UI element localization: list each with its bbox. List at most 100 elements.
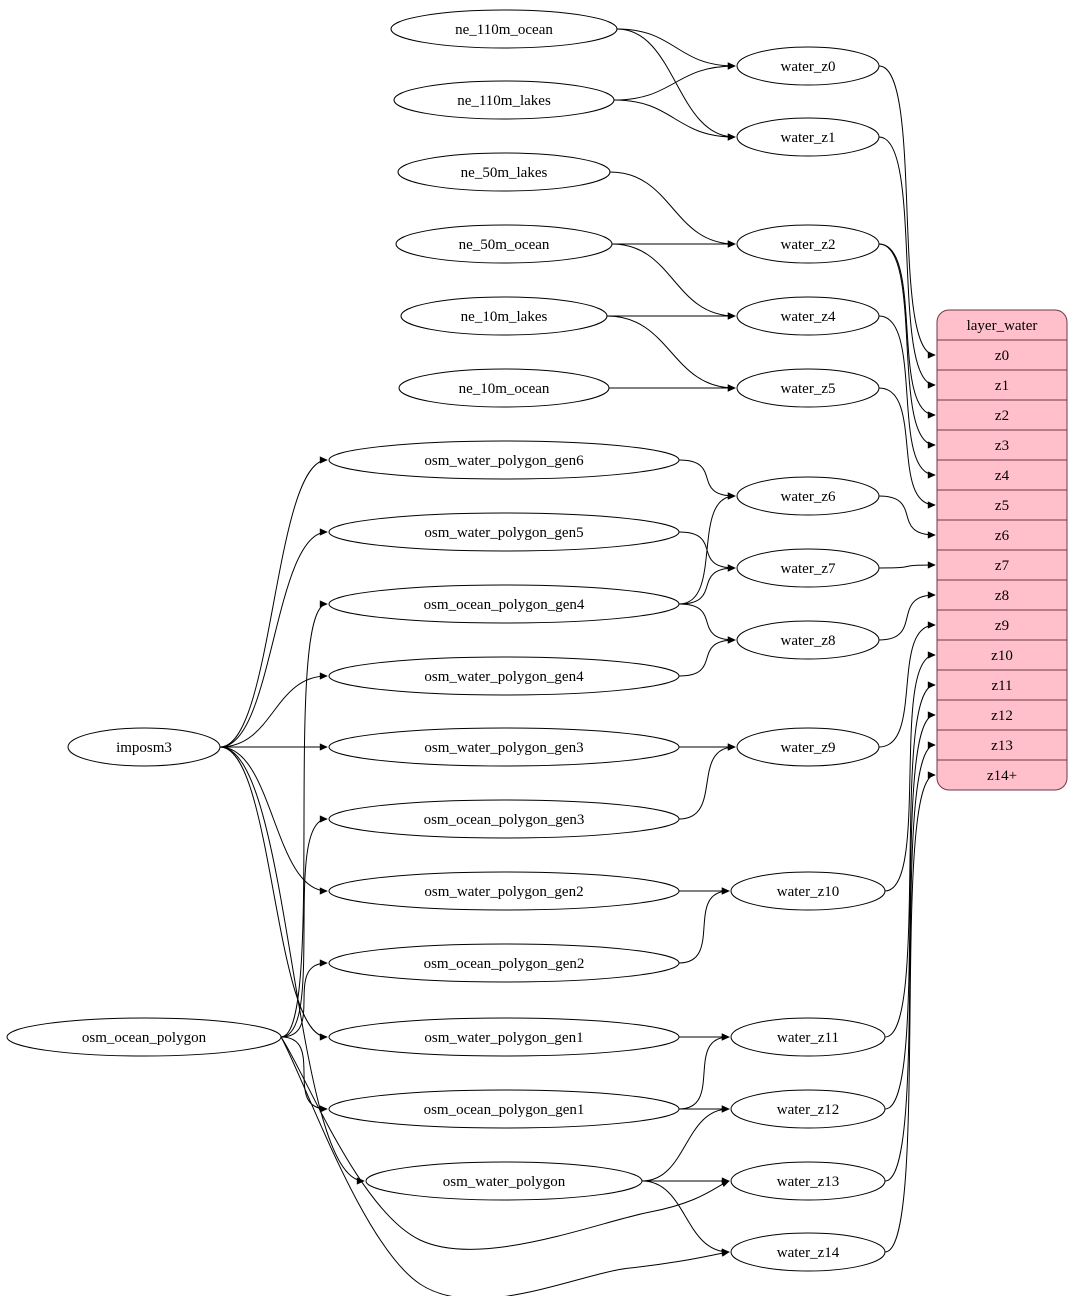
node-shape [730, 1089, 886, 1129]
record-row-z7: z7 [995, 558, 1010, 574]
node-osm_water_polygon_gen6: osm_water_polygon_gen6 [328, 440, 680, 480]
edge-osm_ocean_polygon-to-osm_ocean_polygon_gen3 [280, 815, 328, 1038]
edge-osm_ocean_polygon_gen3-to-water_z9 [678, 743, 736, 820]
node-label: ne_50m_ocean [459, 237, 550, 253]
node-shape [328, 871, 680, 911]
edge-osm_ocean_polygon_gen1-to-water_z11 [678, 1033, 730, 1110]
edge-osm_water_polygon-to-water_z14 [641, 1180, 730, 1256]
record-row-z2: z2 [995, 408, 1009, 424]
edge-ne_110m_ocean-to-water_z0 [616, 28, 736, 70]
edge-water_z4-to-layer_water-z4 [878, 315, 936, 479]
edge-imposm3-to-osm_water_polygon_gen5 [219, 528, 328, 748]
node-shape [730, 871, 886, 911]
node-shape [328, 1017, 680, 1057]
node-label: water_z7 [781, 561, 836, 577]
node-imposm3: imposm3 [67, 727, 221, 767]
node-shape [736, 548, 880, 588]
node-ne_10m_lakes: ne_10m_lakes [400, 296, 608, 336]
edge-water_z7-to-layer_water-z7 [878, 561, 936, 569]
node-label: osm_water_polygon_gen1 [424, 1030, 583, 1046]
edge-water_z13-to-layer_water-z13 [884, 741, 936, 1182]
node-shape [390, 9, 618, 49]
node-ne_50m_ocean: ne_50m_ocean [395, 224, 613, 264]
node-label: water_z8 [781, 633, 836, 649]
edge-ne_50m_lakes-to-water_z2 [609, 171, 736, 248]
node-shape [736, 620, 880, 660]
node-ne_110m_lakes: ne_110m_lakes [393, 80, 615, 120]
node-shape [328, 512, 680, 552]
node-osm_water_polygon_gen2: osm_water_polygon_gen2 [328, 871, 680, 911]
node-label: water_z0 [781, 59, 836, 75]
node-shape [736, 224, 880, 264]
node-label: osm_water_polygon_gen3 [424, 740, 583, 756]
node-label: osm_water_polygon_gen6 [424, 453, 584, 469]
edge-water_z2-to-layer_water-z2 [878, 243, 936, 419]
record-row-z14+: z14+ [987, 768, 1017, 784]
node-label: water_z9 [781, 740, 836, 756]
node-water_z5: water_z5 [736, 368, 880, 408]
edge-osm_water_polygon_gen5-to-water_z7 [678, 531, 736, 572]
edge-water_z10-to-layer_water-z10 [884, 651, 936, 892]
node-label: osm_water_polygon_gen2 [424, 884, 583, 900]
edge-osm_ocean_polygon_gen4-to-water_z7 [678, 564, 736, 605]
edge-ne_50m_ocean-to-water_z4 [611, 243, 736, 320]
edge-imposm3-to-osm_water_polygon_gen1 [219, 746, 328, 1041]
node-water_z8: water_z8 [736, 620, 880, 660]
node-shape [730, 1017, 886, 1057]
node-osm_water_polygon_gen1: osm_water_polygon_gen1 [328, 1017, 680, 1057]
node-water_z9: water_z9 [736, 727, 880, 767]
edge-osm_ocean_polygon-to-water_z13 [280, 1036, 730, 1250]
record-row-z8: z8 [995, 588, 1009, 604]
node-shape [730, 1161, 886, 1201]
edge-water_z9-to-layer_water-z9 [878, 621, 936, 748]
edge-osm_ocean_polygon_gen4-to-water_z8 [678, 603, 736, 644]
node-water_z2: water_z2 [736, 224, 880, 264]
edge-osm_ocean_polygon-to-osm_ocean_polygon_gen2 [280, 959, 328, 1038]
node-shape [328, 727, 680, 767]
node-osm_water_polygon_gen4: osm_water_polygon_gen4 [328, 656, 680, 696]
node-label: water_z1 [781, 130, 836, 146]
record-layer: layer_waterz0z1z2z3z4z5z6z7z8z9z10z11z12… [936, 309, 1068, 791]
edge-osm_ocean_polygon_gen2-to-water_z10 [678, 887, 730, 964]
node-ne_110m_ocean: ne_110m_ocean [390, 9, 618, 49]
node-shape [395, 224, 613, 264]
node-label: osm_ocean_polygon [82, 1030, 207, 1046]
node-osm_ocean_polygon: osm_ocean_polygon [6, 1017, 282, 1057]
record-row-z11: z11 [991, 678, 1012, 694]
node-label: water_z5 [781, 381, 836, 397]
record-row-z12: z12 [991, 708, 1013, 724]
nodes-layer: ne_110m_ocean ne_110m_lakes ne_50m_lakesne… [6, 9, 886, 1272]
node-ne_50m_lakes: ne_50m_lakes [397, 152, 611, 192]
record-row-z9: z9 [995, 618, 1009, 634]
node-shape [328, 1089, 680, 1129]
node-label: osm_water_polygon_gen5 [424, 525, 583, 541]
node-water_z10: water_z10 [730, 871, 886, 911]
node-shape [736, 296, 880, 336]
node-shape [398, 368, 610, 408]
edge-water_z6-to-layer_water-z6 [878, 495, 936, 539]
node-label: ne_10m_lakes [461, 309, 548, 325]
record-row-z4: z4 [995, 468, 1010, 484]
edge-ne_110m_lakes-to-water_z0 [613, 62, 736, 101]
node-label: water_z2 [781, 237, 836, 253]
record-row-z13: z13 [991, 738, 1013, 754]
node-label: ne_50m_lakes [461, 165, 548, 181]
node-water_z6: water_z6 [736, 476, 880, 516]
record-row-z1: z1 [995, 378, 1009, 394]
node-shape [736, 368, 880, 408]
node-osm_water_polygon_gen3: osm_water_polygon_gen3 [328, 727, 680, 767]
record-row-z6: z6 [995, 528, 1010, 544]
node-label: water_z14 [777, 1245, 840, 1261]
node-label: ne_110m_lakes [457, 93, 551, 109]
node-shape [365, 1161, 643, 1201]
node-label: water_z11 [777, 1030, 839, 1046]
node-shape [328, 799, 680, 839]
edge-water_z12-to-layer_water-z12 [884, 711, 936, 1110]
node-label: water_z13 [777, 1174, 839, 1190]
node-shape [400, 296, 608, 336]
record-row-z0: z0 [995, 348, 1009, 364]
node-osm_ocean_polygon_gen4: osm_ocean_polygon_gen4 [328, 584, 680, 624]
edge-water_z1-to-layer_water-z1 [878, 136, 936, 389]
node-shape [328, 440, 680, 480]
